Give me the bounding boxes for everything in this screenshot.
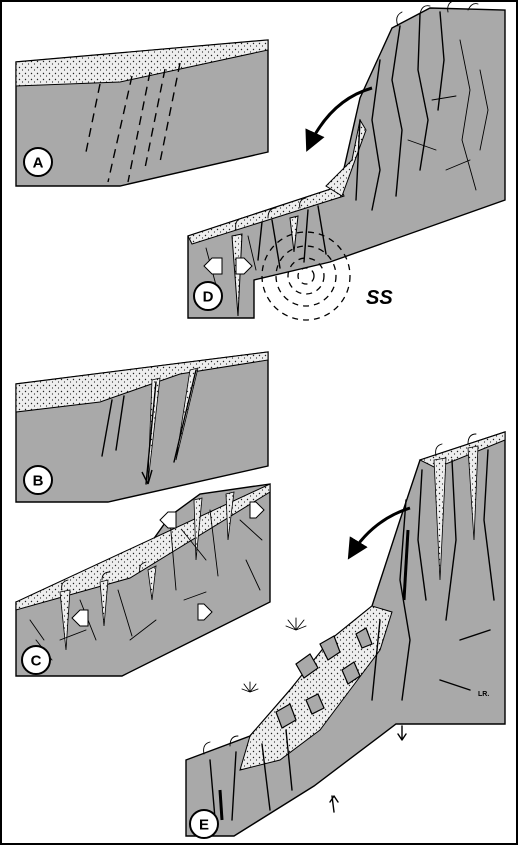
panel-a-label: A [33,155,44,172]
panel-a: A [16,40,268,186]
artist-initials: LR. [478,691,489,698]
panel-c-label: C [31,653,42,670]
panel-e-label: E [199,817,209,834]
panel-c: C [16,484,270,676]
seismic-source-label: SS [366,287,393,309]
panel-e-dark-crack-2 [220,790,222,820]
panel-d-label: D [203,289,214,306]
panel-b: B [16,352,268,502]
panel-b-label: B [33,473,44,490]
